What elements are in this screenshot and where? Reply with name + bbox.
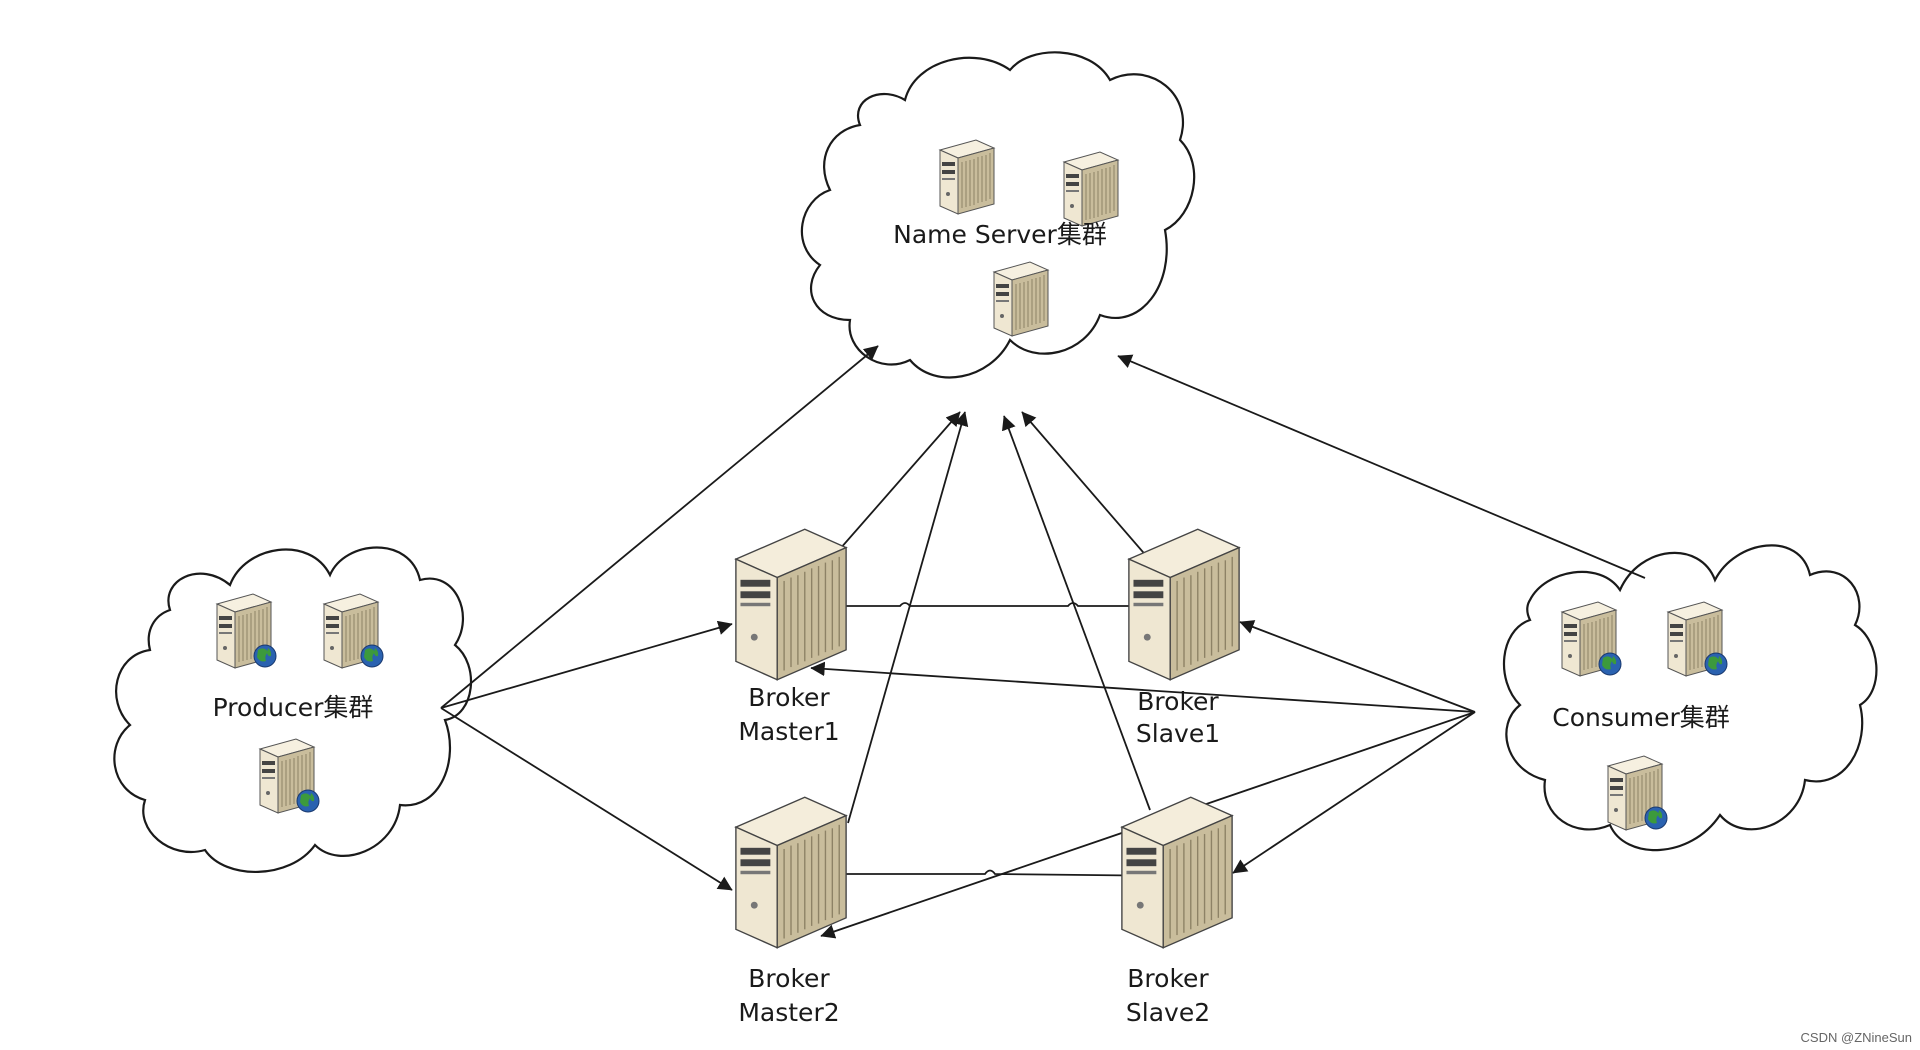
broker-slave2-label-line1: Broker <box>1127 964 1209 993</box>
broker-master1-label-line1: Broker <box>748 683 830 712</box>
server-globe-icon <box>260 739 319 813</box>
server-icon <box>1063 151 1119 227</box>
server-globe-icon <box>324 594 383 668</box>
server-globe-icon <box>1668 602 1727 676</box>
broker-master2-label-line1: Broker <box>748 964 830 993</box>
server-icon <box>939 139 995 215</box>
broker-slave1-icon <box>1128 528 1240 681</box>
broker-slave1-label-line1: Broker <box>1137 687 1219 716</box>
server-icon <box>993 261 1049 337</box>
broker-slave2-label-line2: Slave2 <box>1126 998 1210 1027</box>
broker-master1-icon <box>735 528 847 681</box>
nameserver-cloud <box>800 51 1196 379</box>
producer-cloud-label: Producer集群 <box>213 693 374 722</box>
watermark: CSDN @ZNineSun <box>1801 1030 1912 1045</box>
consumer-cloud-label: Consumer集群 <box>1552 703 1729 732</box>
server-globe-icon <box>1608 756 1667 830</box>
producer-cloud <box>113 546 473 873</box>
server-globe-icon <box>217 594 276 668</box>
broker-master2-icon <box>735 796 847 949</box>
nameserver-cloud-label: Name Server集群 <box>893 220 1107 249</box>
consumer-cloud <box>1502 544 1878 852</box>
broker-master1-label-line2: Master1 <box>738 717 839 746</box>
broker-master2-label-line2: Master2 <box>738 998 839 1027</box>
broker-slave2-icon <box>1121 796 1233 949</box>
connection-lines <box>440 345 1646 939</box>
server-globe-icon <box>1562 602 1621 676</box>
broker-slave1-label-line2: Slave1 <box>1136 719 1220 748</box>
